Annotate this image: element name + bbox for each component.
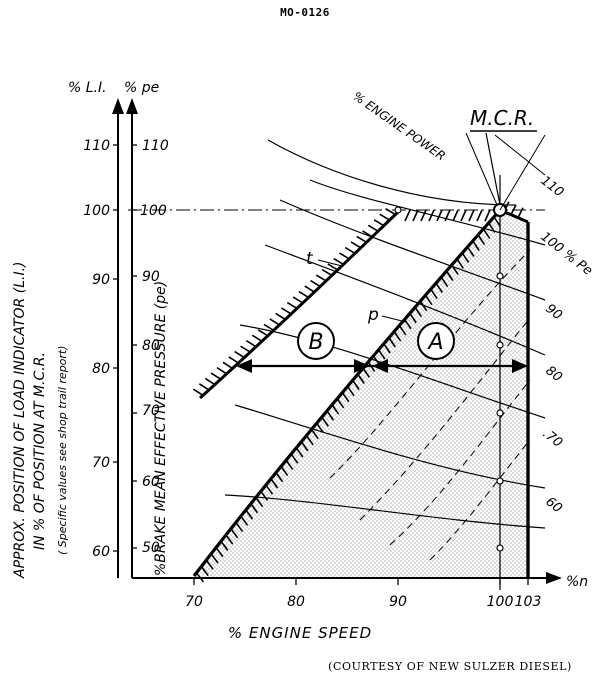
li-tick-70: 70 xyxy=(92,455,110,471)
mcr-pointer-2 xyxy=(465,132,498,206)
power-intersection-markers xyxy=(394,206,504,552)
power-80-label: 80 xyxy=(543,363,565,385)
document-id: MO-0126 xyxy=(280,6,330,19)
li-title-line3: ( Specific values see shop trail report) xyxy=(56,345,69,555)
region-b-circle xyxy=(297,322,335,360)
power-70-label: .70 xyxy=(540,426,566,451)
power-scale-tick xyxy=(494,134,546,176)
x-tick-70: 70 xyxy=(185,594,203,610)
x-axis-arrow xyxy=(546,572,562,584)
pe-tick-60: 60 xyxy=(142,474,160,490)
load-line-p xyxy=(192,208,502,577)
pe-axis-label: % pe xyxy=(124,80,159,96)
pe-tick-50: 50 xyxy=(142,540,160,556)
curve-t-label: t xyxy=(306,249,314,269)
pe-axis-title: %BRAKE MEAN EFFECTIVE PRESSURE (pe) xyxy=(153,281,169,576)
pe-tick-90: 90 xyxy=(142,269,160,285)
li-axis-label: % L.I. xyxy=(68,80,107,96)
x-axis-title: % ENGINE SPEED xyxy=(228,624,372,642)
power-scale-line xyxy=(499,134,546,211)
region-b-label: B xyxy=(308,330,323,355)
power-100-label: 100 % Pe xyxy=(538,229,596,279)
boundary-line-t xyxy=(198,210,400,400)
region-a-circle xyxy=(417,322,455,360)
pe-tick-70: 70 xyxy=(142,403,160,419)
region-arrow-right-head xyxy=(512,359,528,373)
boundary-t-hatching xyxy=(192,208,396,396)
operating-area-shading xyxy=(194,210,528,578)
load-line-hatching xyxy=(195,216,501,583)
power-60-label: 60 xyxy=(543,494,565,516)
mcr-boundary-hatching xyxy=(404,201,524,222)
x-tick-90: 90 xyxy=(389,594,407,610)
pe-axis-arrow xyxy=(126,98,138,114)
li-title-line1: APPROX. POSITION OF LOAD INDICATOR (L.I.… xyxy=(12,262,28,580)
power-90-label: 90 xyxy=(543,301,565,323)
curve-p-pointer xyxy=(381,315,407,323)
power-110-label: 110 xyxy=(538,173,567,200)
li-tick-100: 100 xyxy=(83,203,110,219)
axis-ticks xyxy=(113,144,529,585)
region-arrow-left-head xyxy=(236,359,252,373)
region-arrow-mid-left-head xyxy=(354,359,370,373)
li-title-line2: IN % OF POSITION AT M.C.R. xyxy=(32,352,48,550)
mcr-pointer xyxy=(485,132,501,206)
curve-p-label: p xyxy=(367,305,379,325)
propeller-curves xyxy=(329,249,531,561)
region-a-label: A xyxy=(426,330,443,355)
mcr-label: M.C.R. xyxy=(470,106,534,130)
li-tick-80: 80 xyxy=(92,361,110,377)
li-tick-90: 90 xyxy=(92,272,110,288)
pe-tick-110: 110 xyxy=(142,138,169,154)
li-axis-arrow xyxy=(112,98,124,114)
pe-tick-100: 100 xyxy=(140,203,167,219)
credit-line: (COURTESY OF NEW SULZER DIESEL) xyxy=(328,660,572,673)
li-tick-60: 60 xyxy=(92,544,110,560)
x-tick-80: 80 xyxy=(287,594,305,610)
x-tick-103: 103 xyxy=(515,594,542,610)
x-axis-unit: %n xyxy=(566,574,588,590)
region-arrow-mid-right-head xyxy=(372,359,388,373)
x-tick-100: 100 xyxy=(487,594,514,610)
engine-power-label: % ENGINE POWER xyxy=(350,89,448,163)
li-tick-110: 110 xyxy=(83,138,110,154)
pe-tick-80: 80 xyxy=(142,338,160,354)
curve-t-pointer xyxy=(317,259,343,267)
